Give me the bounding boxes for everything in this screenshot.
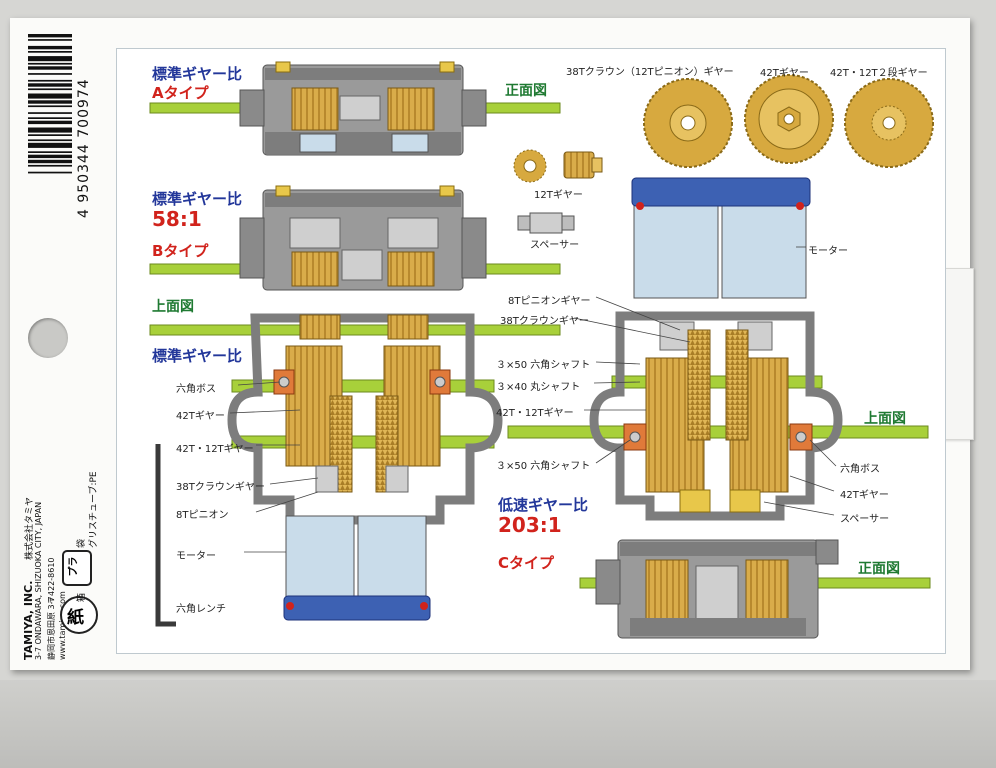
- type-a-view-label: 正面図: [505, 83, 547, 99]
- hang-hole: [28, 318, 68, 358]
- label-shaft-round: ３×40 丸シャフト: [496, 382, 581, 393]
- plastic-recycle-icon: プラ: [62, 550, 92, 586]
- label-42t-left: 42Tギヤー: [176, 411, 225, 422]
- label-42t-12t-mid: 42T・12Tギヤー: [496, 408, 574, 419]
- label-motor-right: モーター: [808, 246, 848, 257]
- paper-recycle-icon: 紙: [60, 596, 98, 634]
- std-top-view-label: 上面図: [152, 299, 194, 315]
- hex-wrench-icon: [155, 444, 176, 627]
- label-pinion8-left: 8Tピニオン: [176, 510, 229, 521]
- label-shaft-hex-1: ３×50 六角シャフト: [496, 360, 591, 371]
- barcode: [28, 34, 72, 174]
- table-surface: [0, 680, 996, 768]
- type-b-heading: 標準ギヤー比: [152, 190, 243, 208]
- type-a-heading: 標準ギヤー比: [152, 65, 243, 83]
- label-42t-12t-left: 42T・12Tギヤー: [176, 444, 254, 455]
- type-a-label: Aタイプ: [152, 84, 209, 102]
- part-12t-label: 12Tギヤー: [534, 190, 583, 201]
- part-42t-12t-label: 42T・12T２段ギヤー: [830, 68, 928, 79]
- type-a-front-diagram: [149, 61, 561, 156]
- label-motor-left: モーター: [176, 551, 216, 562]
- label-pinion8-mid: 8Tピニオンギヤー: [508, 296, 591, 307]
- parts-illustrations: [513, 74, 934, 234]
- label-crown38-left: 38Tクラウンギヤー: [176, 482, 265, 493]
- type-b-ratio: 58:1: [152, 207, 202, 231]
- label-spacer-right: スペーサー: [840, 514, 890, 525]
- label-shaft-hex-2: ３×50 六角シャフト: [496, 461, 591, 472]
- label-42t-right: 42Tギヤー: [840, 490, 889, 501]
- type-c-top-view-label: 上面図: [864, 411, 906, 427]
- type-c-label: Cタイプ: [498, 554, 555, 572]
- label-hex-boss-left: 六角ボス: [176, 384, 216, 395]
- part-42t-label: 42Tギヤー: [760, 68, 809, 79]
- label-hex-wrench: 六角レンチ: [176, 604, 226, 615]
- standard-top-view-diagram: [149, 313, 561, 621]
- leader-lines: [229, 246, 837, 553]
- std-top-view-heading: 標準ギヤー比: [152, 347, 243, 365]
- type-b-front-diagram: [149, 185, 561, 291]
- label-crown38-mid: 38Tクラウンギヤー: [500, 316, 589, 327]
- type-c-ratio: 203:1: [498, 513, 562, 537]
- type-c-heading: 低速ギヤー比: [498, 496, 589, 514]
- type-b-label: Bタイプ: [152, 242, 209, 260]
- label-hex-boss-right: 六角ボス: [840, 464, 880, 475]
- type-c-front-diagram: [579, 539, 931, 639]
- part-spacer-label: スペーサー: [530, 240, 580, 251]
- part-crown-label: 38Tクラウン（12Tピニオン）ギヤー: [566, 67, 734, 78]
- type-c-top-view-diagram: [507, 177, 929, 521]
- type-c-front-view-label: 正面図: [858, 561, 900, 577]
